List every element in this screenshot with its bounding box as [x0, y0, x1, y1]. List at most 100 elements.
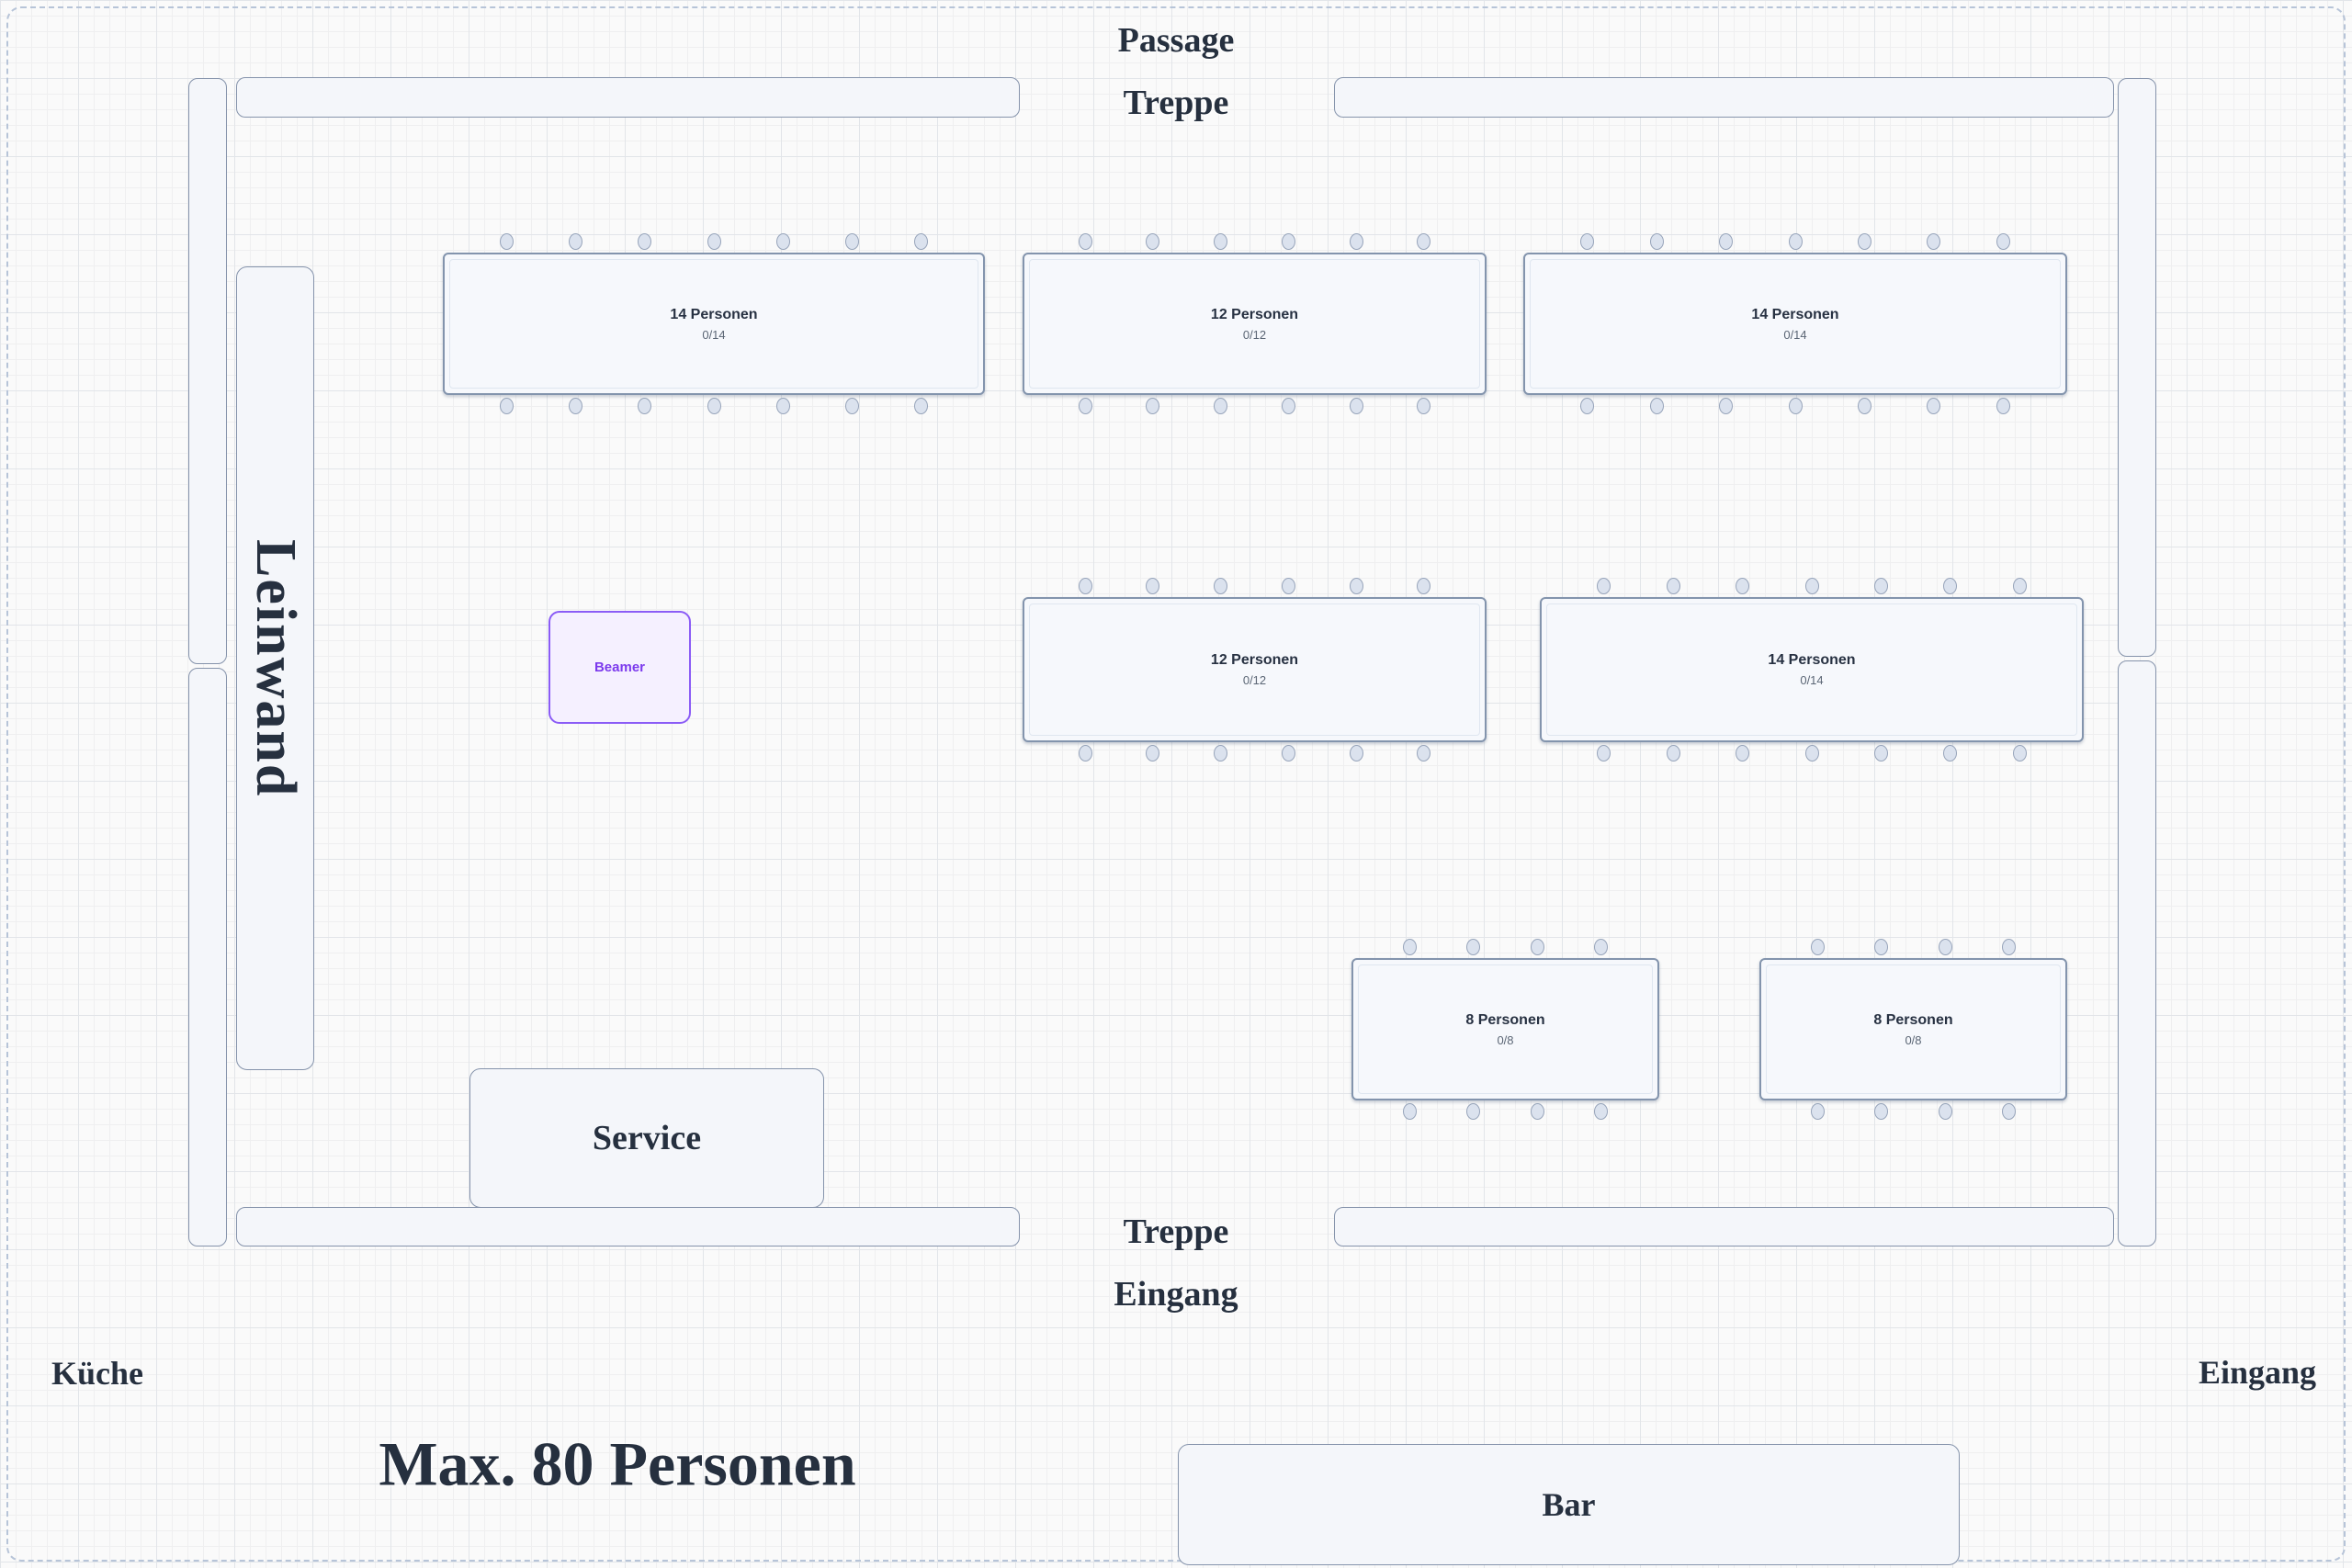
chair	[500, 233, 514, 250]
chair	[1666, 745, 1680, 761]
label-eingang-right: Eingang	[2198, 1354, 2317, 1391]
chair	[1214, 398, 1228, 414]
label-kueche: Küche	[51, 1355, 144, 1392]
chair	[1927, 398, 1941, 414]
chair	[1214, 745, 1228, 761]
wall-right-lower	[2118, 660, 2156, 1247]
chair	[1146, 233, 1160, 250]
chair	[1146, 398, 1160, 414]
chair	[1996, 398, 2010, 414]
wall-left-lower	[188, 668, 227, 1247]
label-treppe-bottom: Treppe	[1123, 1213, 1229, 1251]
chair	[1417, 745, 1431, 761]
table-3-chairs-bottom	[1525, 398, 2065, 414]
chair	[500, 398, 514, 414]
chair	[1530, 1103, 1544, 1120]
table-occupancy-count: 0/8	[1905, 1032, 1922, 1047]
table-capacity-label: 14 Personen	[1751, 306, 1839, 322]
table-1-chairs-top	[445, 233, 983, 250]
chair	[1597, 578, 1611, 594]
chair	[1649, 398, 1664, 414]
chair	[775, 398, 790, 414]
chair	[1719, 398, 1734, 414]
chair	[1804, 745, 1819, 761]
chair	[1943, 578, 1958, 594]
chair	[1873, 745, 1888, 761]
chair	[1146, 578, 1160, 594]
chair	[1214, 233, 1228, 250]
chair	[913, 233, 928, 250]
table-5-chairs-top	[1542, 578, 2082, 594]
chair	[1417, 233, 1431, 250]
table-2-chairs-bottom	[1024, 398, 1485, 414]
chair	[1996, 233, 2010, 250]
bar-counter: Bar	[1178, 1444, 1960, 1565]
chair	[2001, 939, 2016, 955]
chair	[1349, 398, 1363, 414]
chair	[1417, 398, 1431, 414]
wall-bottom-right	[1334, 1207, 2114, 1247]
chair	[1873, 578, 1888, 594]
table-capacity-label: 12 Personen	[1210, 652, 1299, 669]
chair	[1649, 233, 1664, 250]
wall-bottom-left	[236, 1207, 1020, 1247]
table-occupancy-count: 0/14	[1800, 673, 1824, 688]
wall-top-left	[236, 77, 1020, 118]
chair	[1857, 233, 1871, 250]
chair	[1349, 578, 1363, 594]
chair	[1719, 233, 1734, 250]
label-treppe-top: Treppe	[1123, 84, 1229, 122]
chair	[707, 233, 721, 250]
chair	[1281, 233, 1295, 250]
table-occupancy-count: 0/8	[1497, 1032, 1514, 1047]
table-1-chairs-bottom	[445, 398, 983, 414]
service-label: Service	[592, 1119, 702, 1157]
chair	[1078, 233, 1092, 250]
label-passage: Passage	[1117, 21, 1235, 60]
table-occupancy-count: 0/12	[1242, 327, 1267, 342]
chair	[1811, 939, 1826, 955]
chair	[1736, 745, 1750, 761]
chair	[1403, 939, 1418, 955]
chair	[913, 398, 928, 414]
chair	[1943, 745, 1958, 761]
table-6-chairs-bottom	[1353, 1103, 1657, 1120]
chair	[1403, 1103, 1418, 1120]
chair	[1214, 578, 1228, 594]
beamer-label: Beamer	[594, 660, 646, 675]
chair	[2012, 578, 2027, 594]
chair	[1349, 233, 1363, 250]
table-4-chairs-top	[1024, 578, 1485, 594]
wall-right-upper	[2118, 78, 2156, 657]
wall-left-upper	[188, 78, 227, 664]
chair	[1281, 745, 1295, 761]
table-2-chairs-top	[1024, 233, 1485, 250]
service-counter: Service	[469, 1068, 824, 1208]
chair	[1417, 578, 1431, 594]
chair	[1597, 745, 1611, 761]
chair	[1811, 1103, 1826, 1120]
table-7-chairs-top	[1761, 939, 2065, 955]
table-capacity-label: 14 Personen	[1768, 652, 1856, 669]
table-5[interactable]: 14 Personen 0/14	[1540, 578, 2084, 761]
table-occupancy-count: 0/12	[1242, 673, 1267, 688]
chair	[1580, 398, 1595, 414]
chair	[2012, 745, 2027, 761]
table-occupancy-count: 0/14	[702, 327, 726, 342]
chair	[638, 398, 652, 414]
chair	[1874, 1103, 1889, 1120]
table-3-chairs-top	[1525, 233, 2065, 250]
wall-top-right	[1334, 77, 2114, 118]
beamer-object[interactable]: Beamer	[548, 611, 691, 724]
chair	[1938, 1103, 1952, 1120]
chair	[1788, 398, 1803, 414]
table-4[interactable]: 12 Personen 0/12	[1023, 578, 1487, 761]
chair	[569, 398, 583, 414]
table-5-chairs-bottom	[1542, 745, 2082, 761]
chair	[1938, 939, 1952, 955]
